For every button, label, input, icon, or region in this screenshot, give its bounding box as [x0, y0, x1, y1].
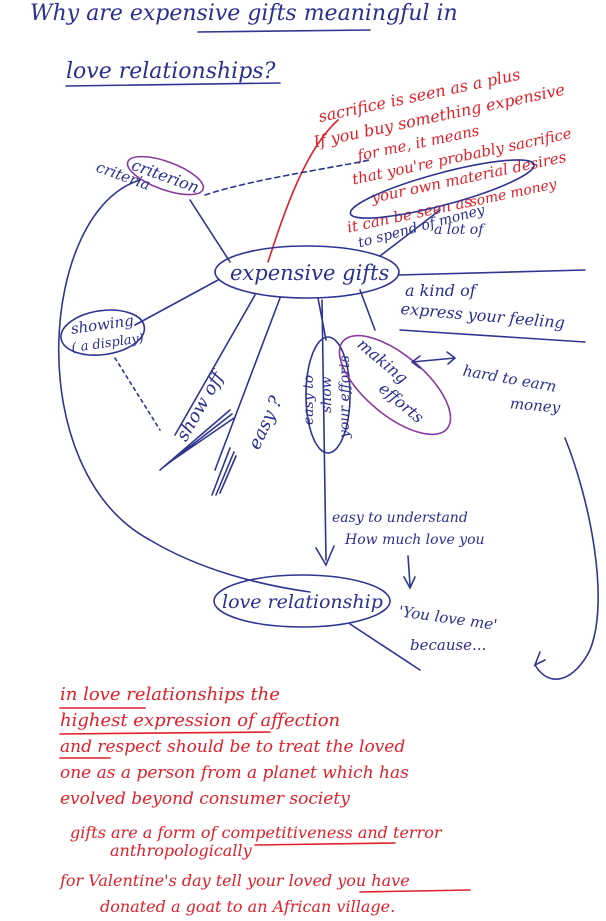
- red-paragraph-7: anthropologically: [110, 841, 253, 860]
- red-arrow-line: [267, 119, 339, 263]
- branch-criterion: [189, 199, 231, 263]
- show-label: show: [319, 376, 335, 413]
- red-paragraph-8: for Valentine's day tell your loved you …: [59, 871, 410, 890]
- express-underline: [399, 329, 586, 343]
- branch-easy: [214, 297, 281, 471]
- center-node-label: expensive gifts: [230, 261, 389, 285]
- branch-making: [359, 289, 376, 331]
- kind-of-label: a kind of: [405, 281, 479, 300]
- branch-showing: [134, 279, 219, 326]
- red-paragraph-3: and respect should be to treat the loved: [60, 737, 405, 757]
- left-loop: [57, 179, 311, 593]
- red-underline-1: [59, 707, 271, 735]
- because-label: because...: [410, 636, 486, 654]
- express-label: express your feeling: [400, 299, 566, 332]
- dotted-link: [114, 357, 161, 431]
- center-node-ellipse: [214, 245, 400, 299]
- love-node-label: love relationship: [222, 591, 383, 613]
- branch-kind-of: [397, 269, 586, 276]
- red-paragraph-4: one as a person from a planet which has: [60, 763, 409, 783]
- love-down-line: [349, 623, 421, 671]
- red-underline-4: [359, 889, 471, 893]
- show-off-scribble: [159, 409, 235, 471]
- easy-to-label: easy to: [301, 375, 317, 425]
- arrow-down-head: [315, 545, 335, 567]
- how-much-label: How much love you: [344, 532, 485, 548]
- show-off-label: show off: [172, 365, 230, 444]
- underline-love-relationships: [65, 82, 281, 87]
- love-node-ellipse: [213, 574, 391, 628]
- arrow-to-you-love-me: [403, 555, 416, 590]
- branch-show-off: [174, 294, 256, 436]
- efforts-label: efforts: [375, 379, 428, 427]
- hard-to-earn-label: hard to earn: [462, 362, 558, 396]
- easy-label: easy ?: [244, 393, 287, 453]
- money-label: money: [509, 394, 561, 416]
- red-paragraph-2: highest expression of affection: [60, 710, 340, 731]
- easy-scribble: [211, 447, 237, 496]
- branch-spend: [379, 209, 441, 257]
- right-loop: [534, 437, 599, 680]
- a-lot-of-label: a lot of: [434, 222, 486, 238]
- red-underline-3: [254, 842, 396, 846]
- red-paragraph-6: gifts are a form of competitiveness and …: [70, 823, 443, 842]
- red-paragraph-5: evolved beyond consumer society: [60, 789, 350, 809]
- branch-down: [321, 299, 327, 561]
- question-line-1: Why are expensive gifts meaningful in: [30, 1, 458, 26]
- you-love-me-label: 'You love me': [398, 602, 499, 634]
- right-loop-head: [533, 651, 546, 667]
- dashed-link: [204, 159, 371, 196]
- double-arrow: [411, 351, 456, 369]
- red-paragraph-9: donated a goat to an African village.: [100, 897, 395, 916]
- easy-understand-label: easy to understand: [332, 510, 468, 526]
- underline-expensive-gifts: [197, 29, 371, 33]
- question-line-2: love relationships?: [66, 59, 276, 84]
- red-paragraph-1: in love relationships the: [60, 684, 280, 705]
- showing-node: showing ( a display): [60, 309, 146, 356]
- show-efforts-node: easy to show your efforts: [301, 336, 353, 454]
- your-efforts-label: your efforts: [337, 355, 353, 439]
